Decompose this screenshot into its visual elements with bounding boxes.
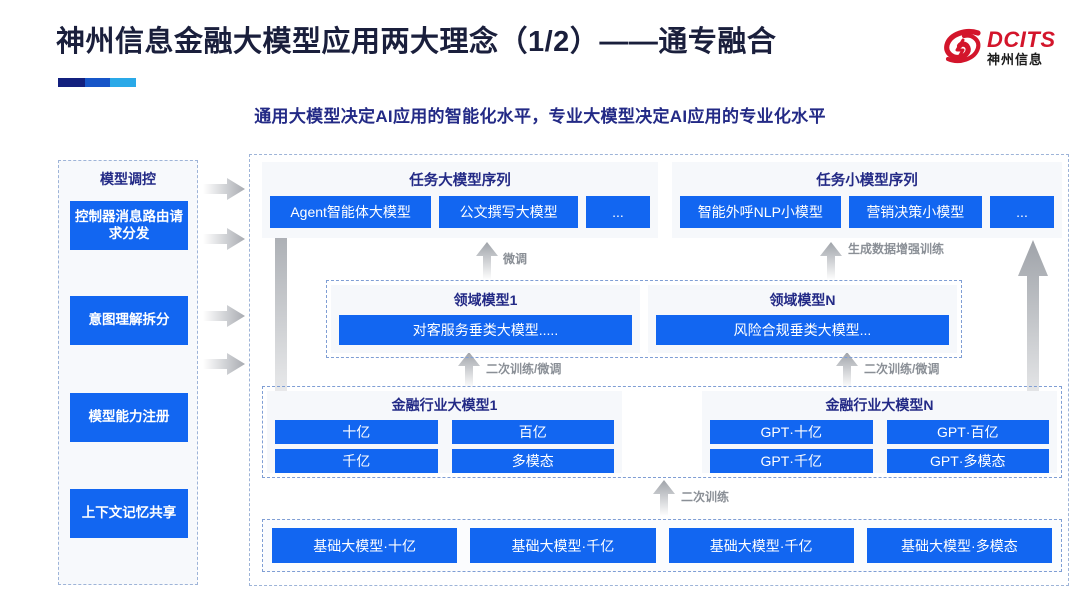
task-chip-agent[interactable]: Agent智能体大模型	[270, 196, 432, 228]
page-subtitle: 通用大模型决定AI应用的智能化水平，专业大模型决定AI应用的专业化水平	[254, 107, 826, 126]
model-stack-frame	[249, 154, 1069, 586]
task-chip-more[interactable]: ...	[586, 196, 650, 228]
industry-model-grid-1: 十亿 百亿 千亿 多模态	[267, 415, 622, 473]
accent-segment-1	[58, 78, 85, 87]
accent-segment-2	[84, 78, 111, 87]
accent-bar	[58, 78, 136, 87]
up-arrow-icon-retrain-left	[458, 352, 480, 388]
task-chip-nlp-outbound[interactable]: 智能外呼NLP小模型	[680, 196, 841, 228]
right-arrow-icon-3	[203, 305, 245, 327]
industry-model-title-1: 金融行业大模型1	[391, 397, 498, 413]
logo-brand-en: DCITS	[987, 26, 1056, 52]
control-item-intent[interactable]: 意图理解拆分	[70, 296, 188, 345]
task-panel-large-title: 任务大模型序列	[409, 173, 511, 189]
task-panel-large-models: 任务大模型序列 Agent智能体大模型 公文撰写大模型 ...	[262, 162, 658, 238]
industry-model-band: 金融行业大模型1 十亿 百亿 千亿 多模态 金融行业大模型N GPT·十亿 GP…	[262, 386, 1062, 478]
dcits-logo: DCITS 神州信息	[942, 22, 1068, 72]
task-panel-small-title: 任务小模型序列	[816, 173, 918, 189]
arrow-label-dataaug-right: 生成数据增强训练	[848, 242, 945, 256]
up-arrow-icon-dataaug-right	[820, 242, 842, 280]
domain-model-cell-n: 领域模型N 风险合规垂类大模型...	[648, 285, 957, 353]
task-panel-large-chip-row: Agent智能体大模型 公文撰写大模型 ...	[262, 190, 658, 228]
up-arrow-icon-tall-left	[266, 202, 296, 452]
industry-model-cell-n: 金融行业大模型N GPT·十亿 GPT·百亿 GPT·千亿 GPT·多模态	[702, 391, 1057, 473]
task-chip-document[interactable]: 公文撰写大模型	[439, 196, 578, 228]
base-chip-billion[interactable]: 基础大模型·十亿	[272, 528, 458, 563]
industry-chip-n-tenbillion[interactable]: GPT·百亿	[886, 420, 1049, 444]
industry-chip-1-multimodal[interactable]: 多模态	[451, 449, 614, 473]
arrow-label-retrain-left: 二次训练/微调	[486, 362, 562, 376]
right-arrow-icon-2	[203, 228, 245, 250]
accent-segment-3	[110, 78, 136, 87]
industry-model-title-n: 金融行业大模型N	[825, 397, 934, 413]
industry-model-cell-1: 金融行业大模型1 十亿 百亿 千亿 多模态	[267, 391, 622, 473]
dcits-swirl-icon	[942, 26, 984, 68]
domain-model-cell-1: 领域模型1 对客服务垂类大模型.....	[331, 285, 640, 353]
control-item-router[interactable]: 控制器消息路由请求分发	[70, 201, 188, 250]
up-arrow-icon-tall-right	[1018, 240, 1048, 452]
industry-chip-n-billion[interactable]: GPT·十亿	[710, 420, 873, 444]
domain-model-band: 领域模型1 对客服务垂类大模型..... 领域模型N 风险合规垂类大模型...	[326, 280, 962, 358]
task-panel-small-chip-row: 智能外呼NLP小模型 营销决策小模型 ...	[672, 190, 1062, 228]
industry-model-grid-n: GPT·十亿 GPT·百亿 GPT·千亿 GPT·多模态	[702, 415, 1057, 473]
industry-chip-n-multimodal[interactable]: GPT·多模态	[886, 449, 1049, 473]
control-column: 模型调控 控制器消息路由请求分发 意图理解拆分 模型能力注册 上下文记忆共享	[58, 160, 198, 585]
arrow-label-retrain-right: 二次训练/微调	[864, 362, 940, 376]
domain-model-chip-n[interactable]: 风险合规垂类大模型...	[656, 315, 949, 345]
industry-chip-1-billion[interactable]: 十亿	[275, 420, 438, 444]
industry-chip-n-hundredbillion[interactable]: GPT·千亿	[710, 449, 873, 473]
diagram-canvas: 模型调控 控制器消息路由请求分发 意图理解拆分 模型能力注册 上下文记忆共享	[0, 140, 1080, 608]
industry-chip-1-tenbillion[interactable]: 百亿	[451, 420, 614, 444]
task-chip-marketing[interactable]: 营销决策小模型	[848, 196, 983, 228]
base-chip-multimodal[interactable]: 基础大模型·多模态	[866, 528, 1052, 563]
control-item-registry[interactable]: 模型能力注册	[70, 393, 188, 442]
right-arrow-icon-4	[203, 353, 245, 375]
task-chip-more-small[interactable]: ...	[990, 196, 1055, 228]
up-arrow-icon-retrain-right	[836, 352, 858, 388]
control-column-title: 模型调控	[100, 171, 156, 187]
arrow-label-retrain-base: 二次训练	[681, 490, 730, 504]
arrow-label-finetune-left: 微调	[503, 252, 528, 266]
logo-brand-cn: 神州信息	[987, 51, 1044, 67]
domain-model-chip-1[interactable]: 对客服务垂类大模型.....	[339, 315, 632, 345]
base-chip-hundredbillion-1[interactable]: 基础大模型·千亿	[470, 528, 656, 563]
up-arrow-icon-retrain-base	[653, 480, 675, 516]
page-title: 神州信息金融大模型应用两大理念（1/2）——通专融合	[56, 26, 777, 58]
domain-model-title-1: 领域模型1	[453, 292, 518, 308]
base-chip-hundredbillion-2[interactable]: 基础大模型·千亿	[668, 528, 854, 563]
industry-chip-1-hundredbillion[interactable]: 千亿	[275, 449, 438, 473]
up-arrow-icon-finetune-left	[476, 242, 498, 280]
task-panel-small-models: 任务小模型序列 智能外呼NLP小模型 营销决策小模型 ...	[672, 162, 1062, 238]
right-arrow-icon-1	[203, 178, 245, 200]
control-item-context[interactable]: 上下文记忆共享	[70, 489, 188, 538]
base-model-band: 基础大模型·十亿 基础大模型·千亿 基础大模型·千亿 基础大模型·多模态	[262, 519, 1062, 572]
domain-model-title-n: 领域模型N	[769, 292, 836, 308]
